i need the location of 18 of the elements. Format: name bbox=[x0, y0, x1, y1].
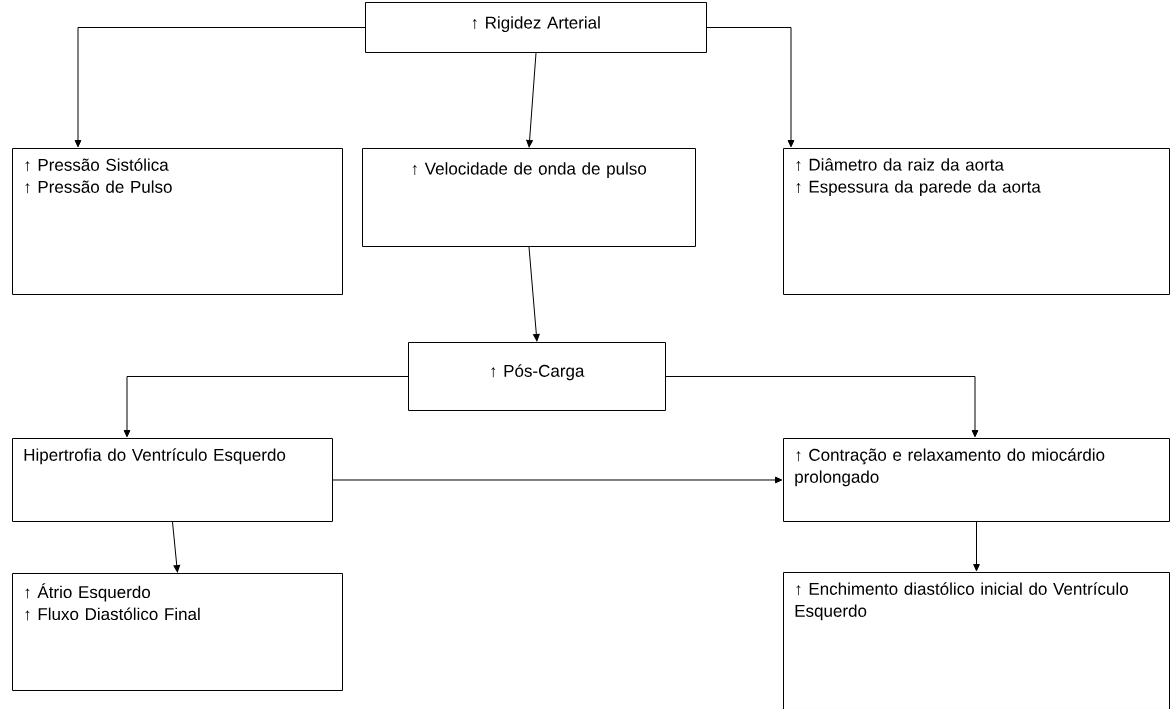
arrow bbox=[973, 521, 980, 572]
process-box: ↑ Velocidade de onda de pulso bbox=[362, 148, 696, 247]
process-box: ↑ Enchimento diastólico inicial do Ventrículo Esquerdo bbox=[783, 572, 1170, 709]
process-box: ↑ Rigidez Arterial bbox=[365, 2, 707, 53]
arrow bbox=[526, 52, 537, 148]
process-box: ↑ Pressão Sistólica ↑ Pressão de Pulso bbox=[12, 148, 343, 295]
process-box: ↑ Pós-Carga bbox=[408, 342, 666, 411]
process-box: ↑ Diâmetro da raiz da aorta ↑ Espessura da parede da aorta bbox=[783, 148, 1170, 295]
arrow bbox=[665, 376, 979, 438]
process-box: ↑ Contração e relaxamento do miocárdio prolongado bbox=[783, 438, 1170, 522]
arrow bbox=[706, 27, 795, 148]
process-box: Hipertrofia do Ventrículo Esquerdo bbox=[12, 438, 333, 522]
process-box: ↑ Átrio Esquerdo ↑ Fluxo Diastólico Final bbox=[12, 573, 343, 691]
arrow bbox=[123, 376, 409, 438]
arrow bbox=[172, 521, 181, 573]
arrow bbox=[332, 476, 783, 484]
arrow bbox=[528, 246, 540, 342]
arrow bbox=[74, 27, 366, 148]
